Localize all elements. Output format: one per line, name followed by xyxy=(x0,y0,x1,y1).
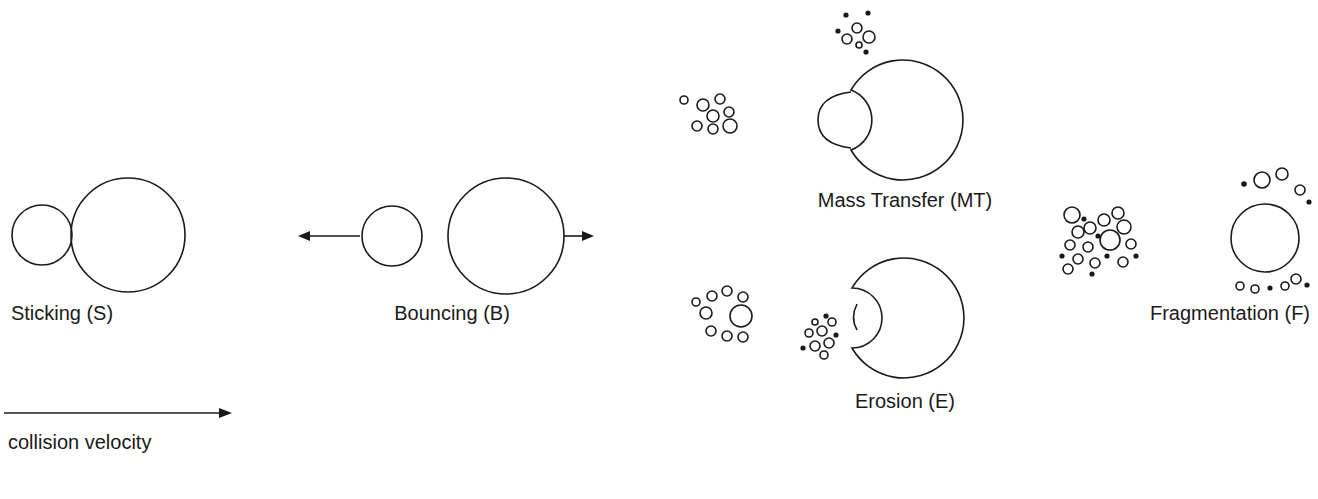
figure-label: Fragmentation (F) xyxy=(1150,301,1310,325)
figure-label: Bouncing (B) xyxy=(394,301,510,325)
figure-label: Mass Transfer (MT) xyxy=(818,188,992,212)
figure-label: Erosion (E) xyxy=(855,389,955,413)
bouncing-figure xyxy=(298,178,594,294)
sticking-figure xyxy=(12,178,185,292)
velocity-arrow xyxy=(4,408,232,418)
figure-label: Sticking (S) xyxy=(11,301,113,325)
erosion-figure xyxy=(692,258,964,378)
fragmentation-figure xyxy=(1060,168,1311,293)
mass-transfer-figure xyxy=(680,11,963,180)
axis-label: collision velocity xyxy=(8,430,151,454)
